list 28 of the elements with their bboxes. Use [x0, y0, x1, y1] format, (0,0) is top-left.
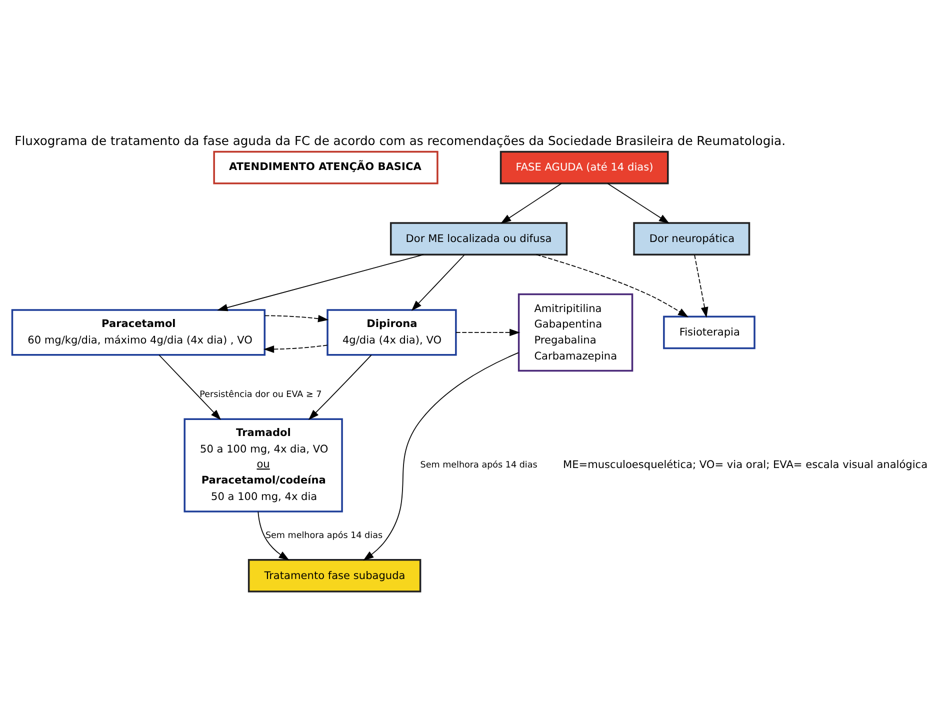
caption: ME=musculoesquelética; VO= via oral; EVA= escala visual analógica — [562, 458, 928, 471]
arrow — [456, 328, 520, 336]
node-box: ATENDIMENTO ATENÇÃO BASICA — [213, 150, 438, 184]
node-box: FASE AGUDA (até 14 dias) — [500, 150, 669, 184]
diagram-title: Fluxograma de tratamento da fase aguda da FC de acordo com as recomendações da Sociedade Brasileira de Reumatologia. — [14, 133, 786, 148]
arrow — [363, 352, 519, 560]
arrow — [500, 182, 562, 224]
arrow — [411, 254, 465, 310]
node-box: Dipirona 4g/dia (4x dia), VO — [326, 308, 457, 356]
arrow — [158, 354, 222, 420]
edge-label: Sem melhora após 14 dias — [265, 530, 383, 540]
node-box: Dor ME localizada ou difusa — [390, 222, 568, 256]
arrow — [694, 254, 708, 318]
node-box: Amitripitilina Gabapentina Pregabalina Carbamazepina — [518, 292, 634, 372]
edge-label: Sem melhora após 14 dias — [420, 460, 538, 470]
edge-label: Persistência dor ou EVA ≥ 7 — [200, 390, 322, 400]
arrow — [217, 254, 424, 311]
node-box: Tramadol 50 a 100 mg, 4x dia, VO ou Paracetamol/codeína 50 a 100 mg, 4x dia — [184, 418, 343, 512]
node-box: Tratamento fase subaguda — [248, 558, 422, 592]
arrow — [258, 510, 290, 560]
node-box: Fisioterapia — [663, 315, 756, 349]
arrow — [264, 344, 328, 352]
arrow — [536, 254, 689, 317]
arrow — [607, 182, 670, 224]
arrow — [308, 354, 372, 420]
node-box: Paracetamol 60 mg/kg/dia, máximo 4g/dia (4x dia) , VO — [11, 308, 266, 356]
node-box: Dor neuropática — [633, 222, 750, 256]
arrow — [264, 314, 329, 322]
